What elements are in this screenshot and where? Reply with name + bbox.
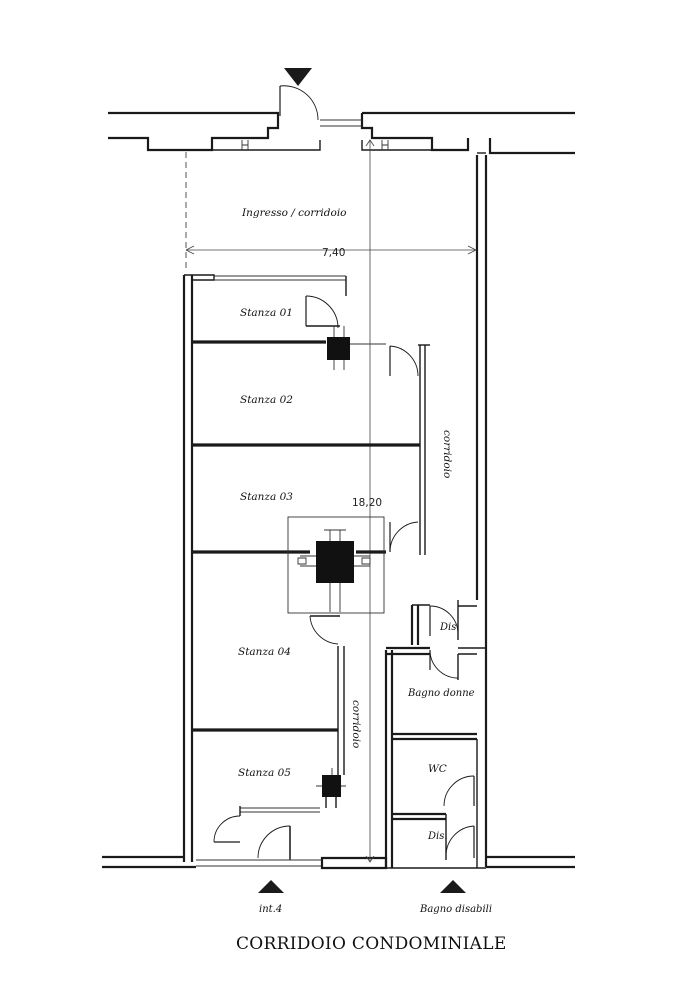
room-stanza-01: [192, 275, 347, 344]
column-large: [287, 516, 385, 614]
entrance-arrow-int4: [258, 880, 284, 893]
partitions-02-03: [192, 344, 430, 555]
bottom-wall: [102, 855, 575, 870]
entrance-arrow-top: [284, 68, 312, 86]
label-int4: int.4: [259, 904, 282, 915]
dimension-width: 7,40: [185, 245, 477, 259]
plan-title: CORRIDOIO CONDOMINIALE: [236, 934, 507, 954]
dimension-length: 18,20: [352, 139, 382, 863]
left-wall: [182, 152, 215, 862]
label-stanza-02: Stanza 02: [240, 394, 293, 406]
label-corridoio-center: corridoio: [350, 700, 362, 748]
room-stanza-04: [192, 615, 345, 732]
right-outer-wall: [475, 152, 488, 867]
label-ingresso: Ingresso / corridoio: [241, 207, 347, 219]
label-dis-top: Dis.: [439, 622, 460, 633]
label-corridoio-right: corridoio: [441, 430, 453, 478]
label-bagno-disabili: Bagno disabili: [419, 904, 492, 915]
label-stanza-05: Stanza 05: [238, 767, 291, 779]
dimension-width-text: 7,40: [322, 247, 345, 259]
top-wall: [108, 85, 575, 155]
column-small-1: [327, 326, 386, 370]
room-stanza-05: [213, 730, 346, 860]
label-stanza-03: Stanza 03: [240, 491, 293, 503]
dimension-length-text: 18,20: [352, 497, 382, 509]
label-wc: WC: [428, 763, 447, 775]
label-stanza-04: Stanza 04: [238, 646, 291, 658]
label-bagno-donne: Bagno donne: [407, 688, 475, 699]
bathrooms-block: [384, 600, 486, 868]
entrance-arrow-bagno-disabili: [440, 880, 466, 893]
label-stanza-01: Stanza 01: [240, 307, 293, 319]
label-dis-bottom: Dis.: [427, 831, 448, 842]
